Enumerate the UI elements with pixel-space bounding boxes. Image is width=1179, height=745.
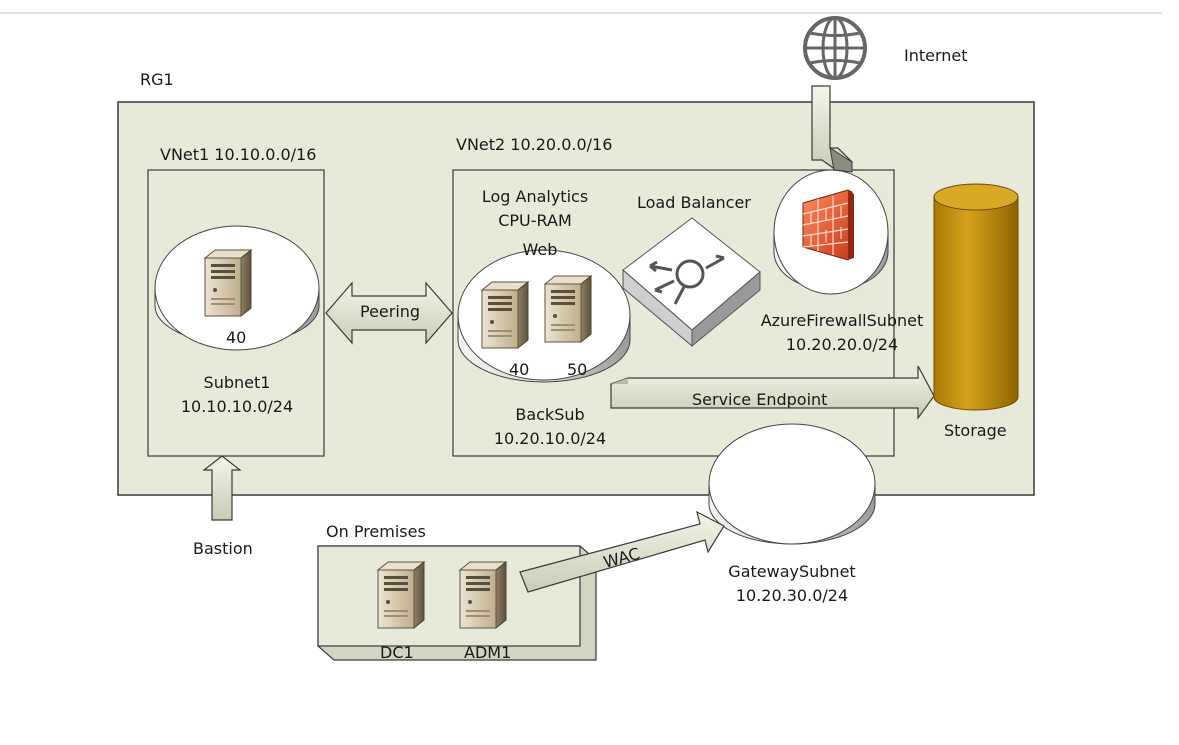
top-divider [0, 12, 1162, 14]
storage-cylinder [933, 183, 1019, 411]
gateway-subnet-cidr: 10.20.30.0/24 [735, 586, 849, 605]
bastion-label: Bastion [193, 539, 253, 558]
internet-arrow [811, 85, 854, 173]
internet-label: Internet [904, 46, 968, 65]
storage-label: Storage [944, 421, 1007, 440]
wac-arrow [519, 510, 725, 593]
backsub-disk [457, 249, 631, 383]
bastion-arrow [202, 455, 242, 521]
backsub-cidr: 10.20.10.0/24 [493, 429, 607, 448]
firewall-subnet-name: AzureFirewallSubnet [760, 311, 924, 330]
firewall-icon [802, 189, 854, 261]
vnet2-label: VNet2 10.20.0.0/16 [456, 135, 613, 154]
gateway-subnet-disk [708, 423, 876, 545]
peering-label: Peering [360, 302, 421, 321]
backsub-vm-b-number: 50 [567, 360, 588, 379]
firewall-subnet-cidr: 10.20.20.0/24 [785, 335, 899, 354]
subnet1-name: Subnet1 [203, 373, 271, 392]
dc1-label: DC1 [380, 643, 414, 662]
firewall-subnet-disk [773, 169, 889, 295]
backsub-name: BackSub [515, 405, 585, 424]
cpu-ram-label: CPU-RAM [498, 211, 572, 230]
rg1-label: RG1 [140, 70, 174, 89]
internet-globe-icon [803, 16, 867, 80]
service-endpoint-label: Service Endpoint [692, 390, 828, 409]
backsub-vm-a-number: 40 [509, 360, 530, 379]
adm1-label: ADM1 [464, 643, 512, 662]
web-label: Web [522, 240, 558, 259]
load-balancer-device [622, 217, 761, 348]
gateway-subnet-name: GatewaySubnet [728, 562, 856, 581]
log-analytics-label: Log Analytics [481, 187, 589, 206]
load-balancer-label: Load Balancer [637, 193, 751, 212]
peering-arrow [325, 281, 453, 345]
subnet1-vm-number: 40 [226, 328, 247, 347]
subnet1-cidr: 10.10.10.0/24 [180, 397, 294, 416]
on-premises-label: On Premises [326, 522, 426, 541]
subnet1-disk [154, 225, 320, 351]
vnet1-label: VNet1 10.10.0.0/16 [160, 145, 317, 164]
